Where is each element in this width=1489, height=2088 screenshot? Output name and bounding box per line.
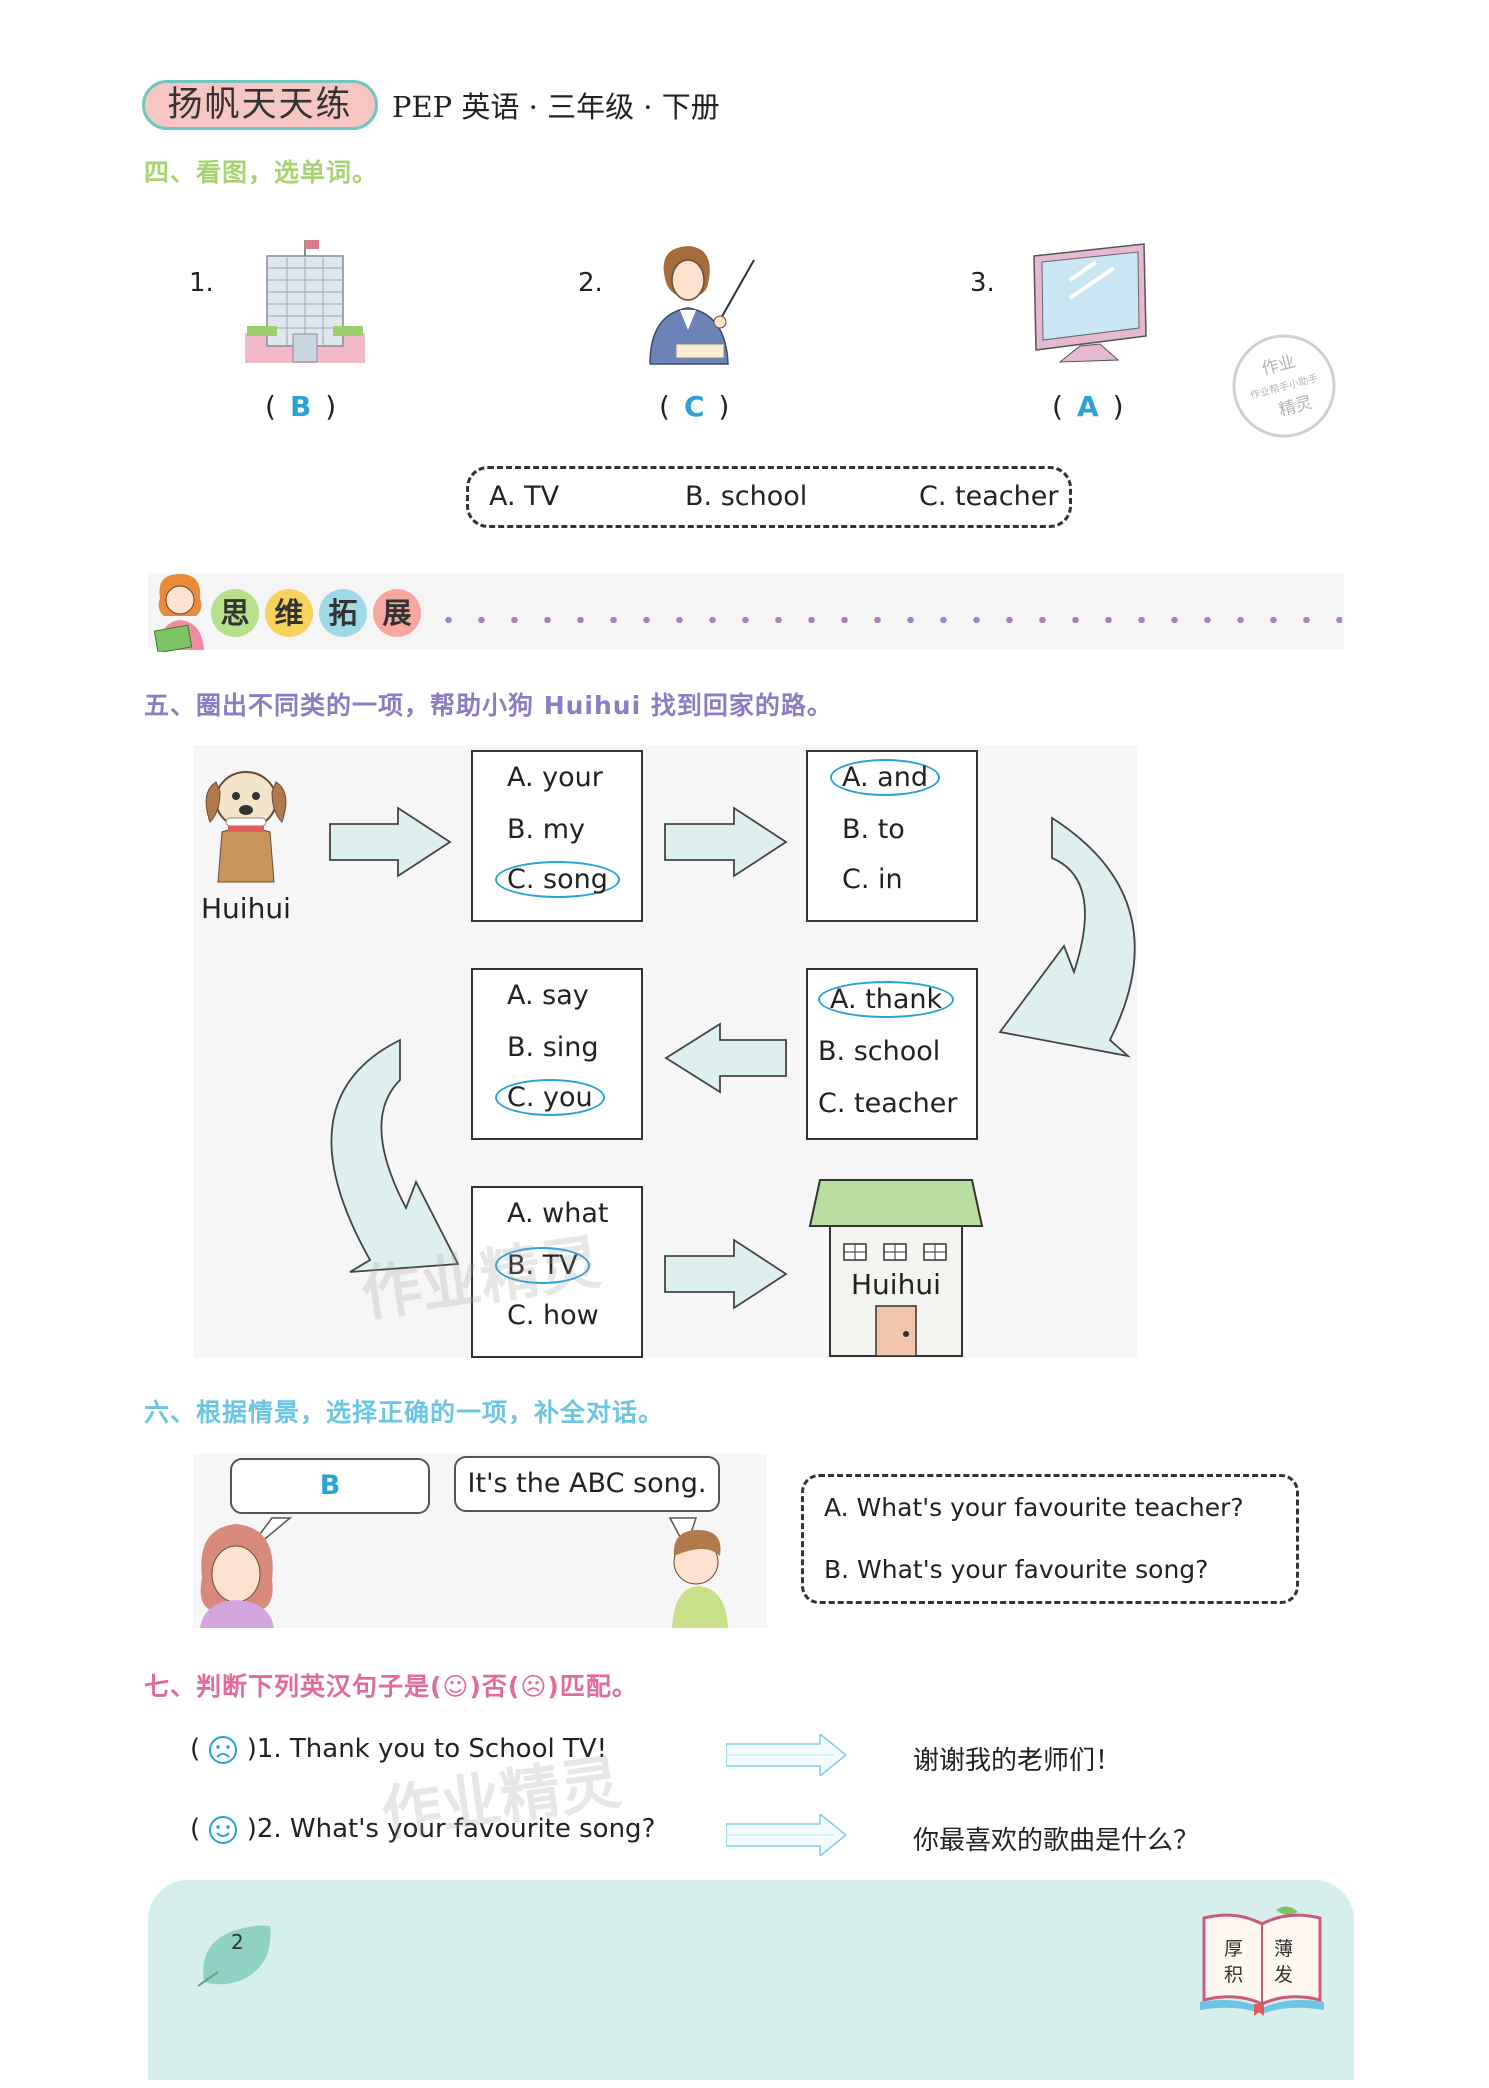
box-item: A. say xyxy=(507,980,589,1011)
maze-box-4: A. say B. sing C. you xyxy=(471,968,643,1140)
band-char-1: 思 xyxy=(211,589,259,637)
boy-icon xyxy=(673,1530,721,1556)
box-item: A. your xyxy=(507,762,603,793)
teacher-icon xyxy=(649,246,755,365)
box-item: C. teacher xyxy=(818,1088,958,1119)
box-item: C. in xyxy=(842,864,903,895)
circled-item: C. song xyxy=(495,861,620,898)
dog-icon xyxy=(205,771,287,883)
part7-title: 七、判断下列英汉句子是(☺)否(☹)匹配。 xyxy=(144,1672,638,1701)
answer-2: C xyxy=(683,390,705,423)
part4-options-box: A. TV B. school C. teacher xyxy=(466,466,1072,528)
page-number: 2 xyxy=(231,1930,244,1954)
book-char-1: 厚 xyxy=(1224,1938,1244,1960)
answer-3: A xyxy=(1076,390,1099,423)
answer-paren-1: (B) xyxy=(265,390,337,423)
box-item: B. my xyxy=(507,814,585,845)
book-icon xyxy=(1200,1906,1324,2016)
house-label: Huihui xyxy=(851,1268,941,1301)
book-char-3: 积 xyxy=(1224,1964,1244,1986)
row-2-english: )2. What's your favourite song? xyxy=(246,1814,656,1844)
item-number: 3. xyxy=(970,268,995,298)
speech-bubble-left: B xyxy=(230,1458,430,1514)
speech-bubble-right: It's the ABC song. xyxy=(454,1456,720,1512)
dialog-option-a: A. What's your favourite teacher? xyxy=(824,1493,1244,1522)
box-item: A. what xyxy=(507,1198,609,1229)
maze-box-1: A. your B. my C. song xyxy=(471,750,643,922)
circled-item: B. TV xyxy=(495,1247,590,1284)
match-arrow-1 xyxy=(726,1734,846,1776)
dialog-children xyxy=(200,1517,728,1628)
maze-box-2: A. and B. to C. in xyxy=(806,750,978,922)
dog-label: Huihui xyxy=(201,892,291,925)
answer-paren-2: (C) xyxy=(659,390,730,423)
part6-title: 六、根据情景，选择正确的一项，补全对话。 xyxy=(144,1398,665,1427)
sad-face-icon xyxy=(209,1735,238,1764)
band-char-3: 拓 xyxy=(319,589,367,637)
tv-icon xyxy=(1033,243,1147,363)
option-b: B. school xyxy=(685,481,808,512)
option-a: A. TV xyxy=(489,481,560,512)
item-number: 1. xyxy=(189,268,214,298)
option-c: C. teacher xyxy=(919,481,1059,512)
circled-item: C. you xyxy=(495,1079,605,1116)
dialog-option-b: B. What's your favourite song? xyxy=(824,1555,1209,1584)
match-arrow-2 xyxy=(726,1814,846,1856)
maze-box-3: A. thank B. school C. teacher xyxy=(806,968,978,1140)
box-item: B. to xyxy=(842,814,905,845)
house-icon xyxy=(808,1179,984,1357)
arrow-left xyxy=(664,1022,787,1094)
arrow-right-1 xyxy=(329,806,452,878)
row-1-chinese: 谢谢我的老师们！ xyxy=(913,1746,1122,1776)
answer-paren-3: (A) xyxy=(1052,390,1124,423)
arrow-right-3 xyxy=(664,1238,788,1310)
book-char-2: 薄 xyxy=(1274,1938,1294,1960)
part7-row-1: ( )1. Thank you to School TV! xyxy=(190,1734,608,1764)
school-building-icon xyxy=(245,240,365,363)
maze-box-5: A. what B. TV C. how xyxy=(471,1186,643,1358)
box-item: B. school xyxy=(818,1036,941,1067)
stamp-watermark: 作业 作业帮手小助手 精灵 xyxy=(1232,334,1336,438)
girl-reading-icon xyxy=(153,574,204,652)
answer-1: B xyxy=(289,390,312,423)
part7-row-2: ( )2. What's your favourite song? xyxy=(190,1814,656,1844)
box-item: B. sing xyxy=(507,1032,599,1063)
arrow-curve-down xyxy=(998,816,1136,1058)
band-char-2: 维 xyxy=(265,589,313,637)
part5-title: 五、圈出不同类的一项，帮助小狗 Huihui 找到回家的路。 xyxy=(144,691,833,720)
footer-band xyxy=(148,1880,1354,2080)
leaf-icon xyxy=(197,1925,271,1987)
subject-label: PEP 英语 · 三年级 · 下册 xyxy=(392,90,720,124)
dialog-options-box: A. What's your favourite teacher? B. Wha… xyxy=(801,1474,1299,1604)
dotted-line xyxy=(432,617,1342,623)
dialog-answer: B xyxy=(319,1470,341,1501)
circled-item: A. thank xyxy=(818,981,955,1018)
item-number: 2. xyxy=(578,268,603,298)
happy-face-icon xyxy=(209,1815,238,1844)
band-char-4: 展 xyxy=(373,589,421,637)
arrow-right-2 xyxy=(664,806,788,878)
arrow-curve-left xyxy=(330,1038,460,1273)
book-char-4: 发 xyxy=(1274,1964,1294,1986)
row-2-chinese: 你最喜欢的歌曲是什么？ xyxy=(913,1826,1200,1856)
row-1-english: )1. Thank you to School TV! xyxy=(246,1734,608,1764)
circled-item: A. and xyxy=(830,759,940,796)
box-item: C. how xyxy=(507,1300,599,1331)
part4-title: 四、看图，选单词。 xyxy=(144,158,379,187)
brand-label: 扬帆天天练 xyxy=(142,80,378,130)
